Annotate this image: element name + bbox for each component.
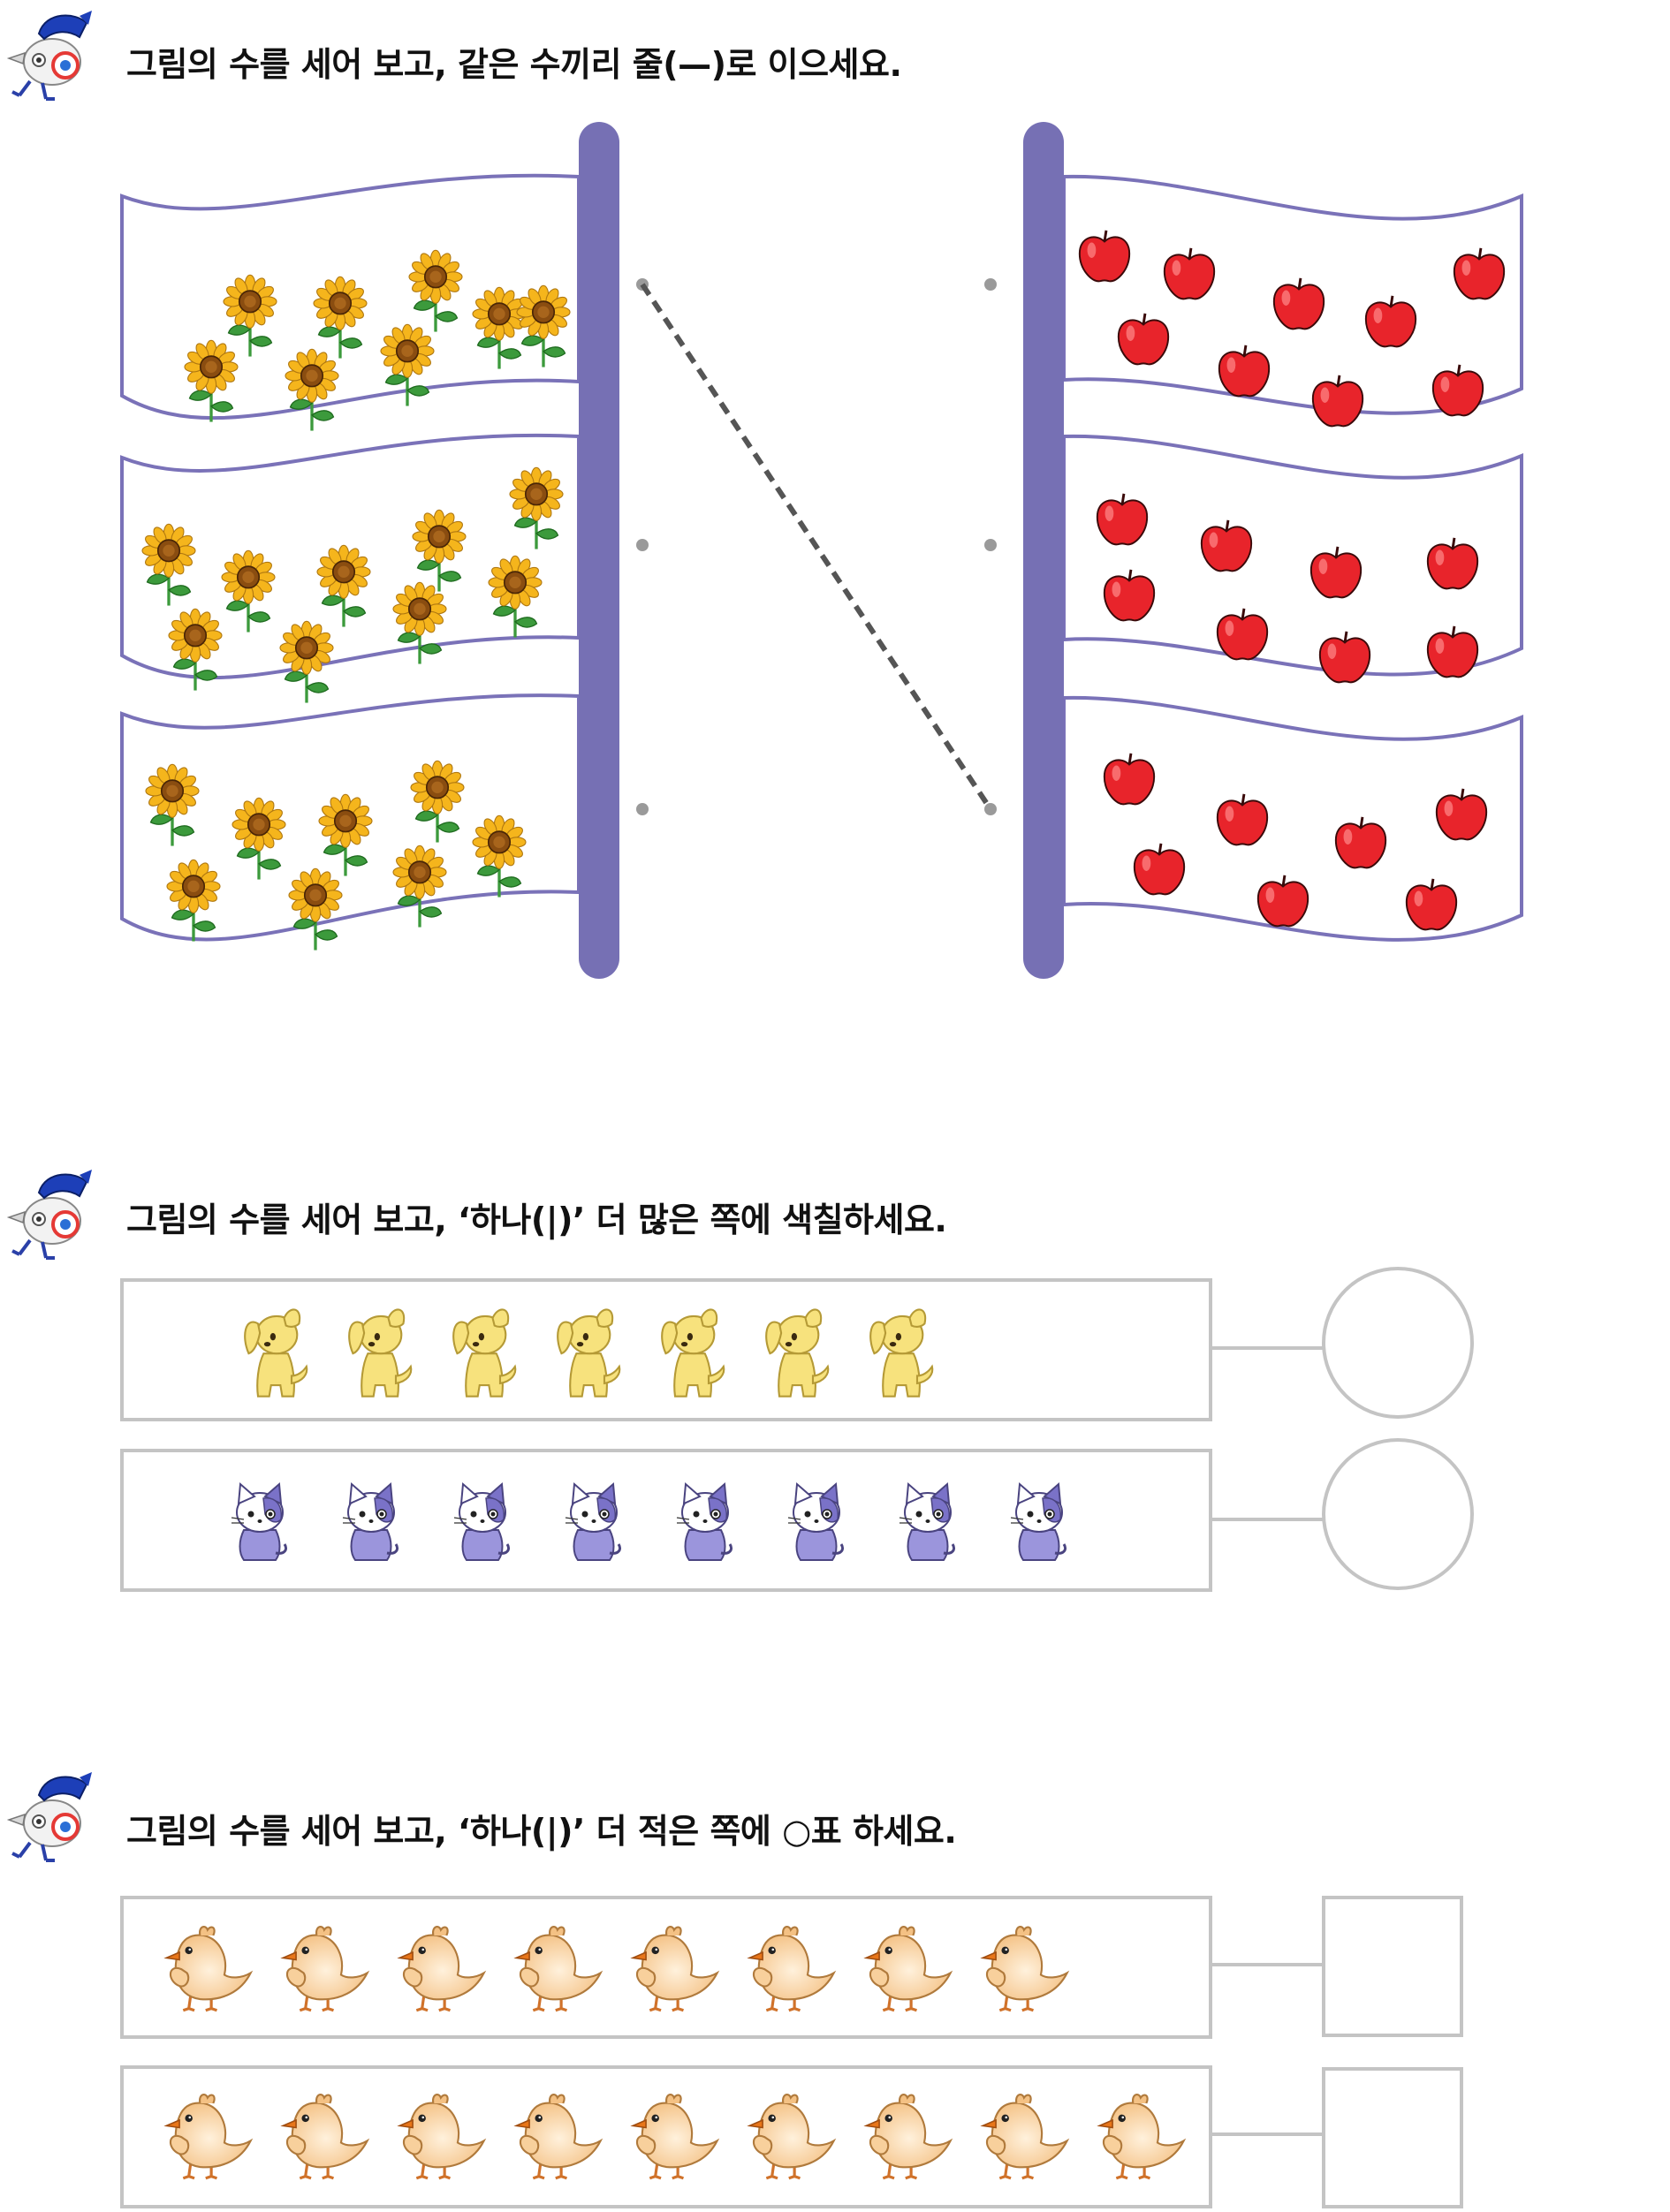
puppy-icon [348,1308,413,1398]
apple-icon [1200,519,1253,572]
puppy-icon [765,1308,830,1398]
puppy-icon [452,1308,517,1398]
chick-icon [864,1925,953,2012]
puppy-icon [244,1308,308,1398]
left-dot-2[interactable] [636,539,649,551]
chick-row-1-connector [1212,1963,1324,1966]
apple-icon [1078,229,1131,283]
apple-icon [1309,545,1363,599]
chick-icon [981,1925,1069,2012]
kitten-row-answer-circle[interactable] [1322,1438,1474,1590]
chick-icon [864,2093,953,2180]
kitten-icon [898,1482,956,1562]
chick-icon [281,1925,369,2012]
chick-icon [164,1925,253,2012]
apple-icon [1426,536,1479,590]
right-dot-3[interactable] [984,803,997,815]
kitten-icon [341,1482,399,1562]
chick-icon [281,2093,369,2180]
apple-icon [1103,568,1156,622]
chick-row-2-answer-box[interactable] [1322,2067,1463,2208]
apple-icon [1216,607,1269,661]
apple-icon [1334,815,1387,869]
apple-icon [1435,787,1488,841]
apple-icon [1272,276,1325,330]
chick-icon [981,2093,1069,2180]
puppy-row [120,1278,1212,1421]
right-dot-1[interactable] [984,278,997,291]
left-flag-pole [579,122,619,979]
puppy-row-items [244,1308,934,1398]
chick-icon [1097,2093,1186,2180]
kitten-row-connector [1212,1518,1324,1521]
kitten-icon [564,1482,622,1562]
chick-row-2-connector [1212,2132,1324,2136]
puppy-icon [557,1308,621,1398]
mascot-icon [4,1769,101,1866]
right-flag-2 [1062,434,1523,677]
left-dot-3[interactable] [636,803,649,815]
apple-icon [1103,752,1156,806]
kitten-icon [786,1482,845,1562]
question-2-instruction: 그림의 수를 세어 보고, ‘하나(|)’ 더 많은 쪽에 색칠하세요. [126,1201,947,1239]
kitten-icon [1009,1482,1067,1562]
chick-row-2 [120,2065,1212,2208]
chick-icon [398,1925,486,2012]
kitten-icon [452,1482,511,1562]
sunflower-icon [278,619,335,705]
chick-row-1 [120,1896,1212,2039]
chick-icon [748,2093,836,2180]
matching-board [120,122,1523,979]
chick-icon [748,1925,836,2012]
chick-row-2-items [164,2093,1186,2180]
apple-icon [1133,842,1186,896]
chick-row-1-answer-box[interactable] [1322,1896,1463,2037]
chick-icon [631,2093,719,2180]
puppy-icon [869,1308,934,1398]
apple-icon [1117,312,1170,366]
apple-icon [1318,630,1371,684]
chick-icon [631,1925,719,2012]
sunflower-icon [284,347,340,433]
apple-icon [1364,294,1417,348]
kitten-icon [675,1482,733,1562]
right-dot-2[interactable] [984,539,997,551]
apple-icon [1426,625,1479,678]
apple-icon [1218,344,1271,398]
puppy-row-connector [1212,1346,1324,1350]
apple-icon [1453,246,1506,300]
apple-icon [1256,874,1309,928]
sunflower-icon [391,844,448,929]
sunflower-icon [167,607,224,693]
apple-icon [1096,492,1149,546]
apple-icon [1431,363,1484,417]
kitten-icon [230,1482,288,1562]
chick-icon [164,2093,253,2180]
apple-icon [1405,877,1458,931]
chick-icon [514,2093,603,2180]
chick-icon [514,1925,603,2012]
apple-icon [1163,246,1216,300]
kitten-row-items [230,1482,1067,1562]
chick-icon [398,2093,486,2180]
question-3-instruction: 그림의 수를 세어 보고, ‘하나(|)’ 더 적은 쪽에 ○표 하세요. [126,1812,957,1851]
chick-row-1-items [164,1925,1069,2012]
sunflower-icon [287,867,344,952]
apple-icon [1311,374,1364,428]
question-1-instruction: 그림의 수를 세어 보고, 같은 수끼리 줄(—)로 이으세요. [126,45,902,84]
kitten-row [120,1449,1212,1592]
puppy-row-answer-circle[interactable] [1322,1267,1474,1419]
right-flag-pole [1023,122,1064,979]
apple-icon [1216,792,1269,846]
mascot-icon [4,1166,101,1263]
example-match-line [640,283,993,811]
puppy-icon [661,1308,725,1398]
